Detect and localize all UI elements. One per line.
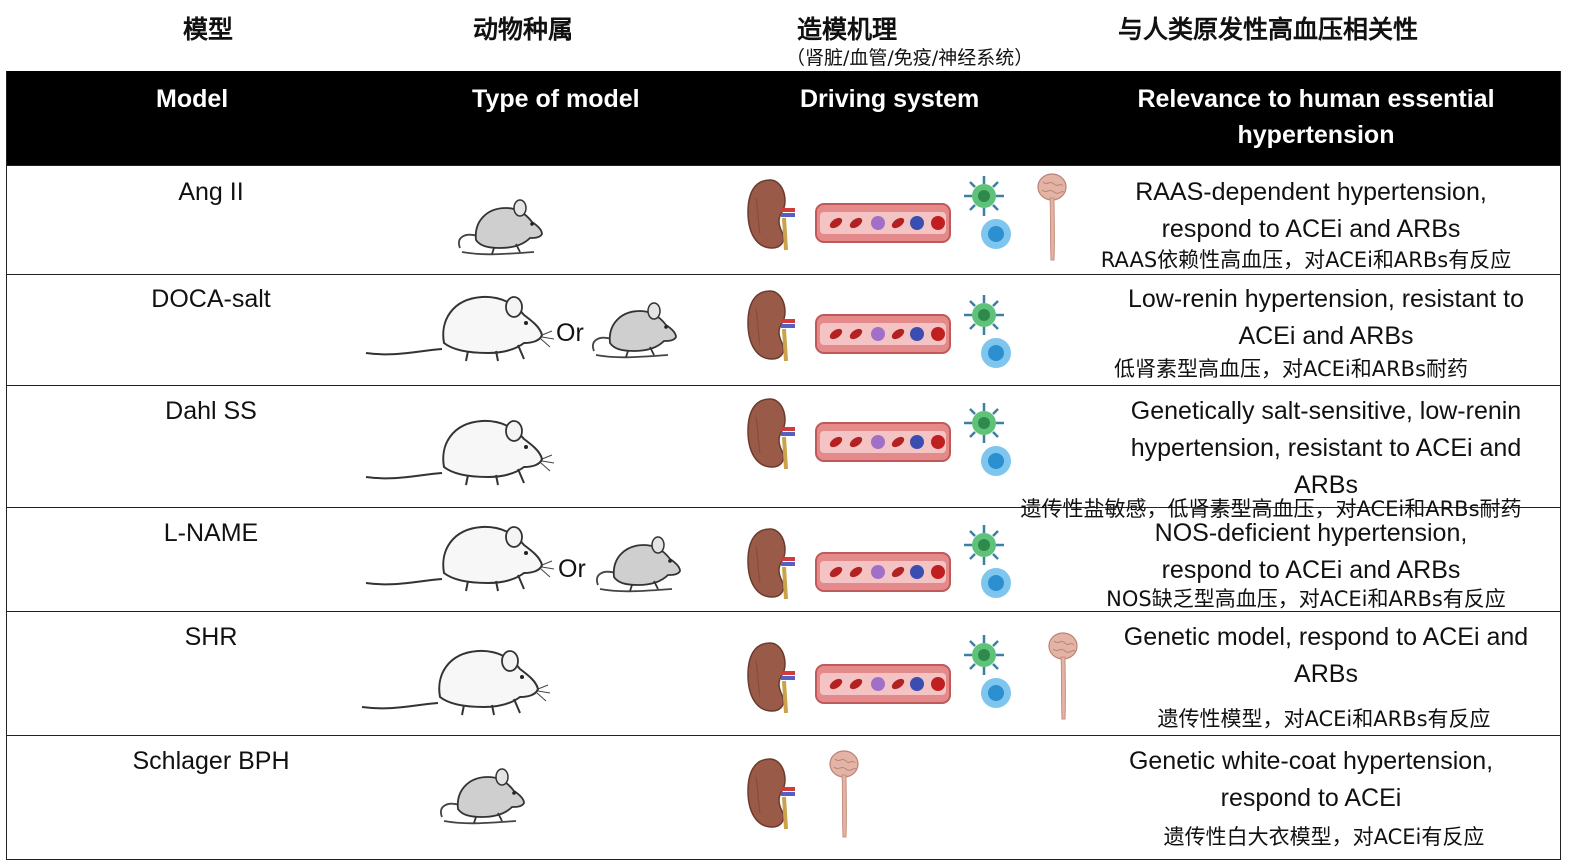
kidney-icon xyxy=(746,641,797,715)
kidney-icon xyxy=(746,289,797,363)
relevance-cn: 遗传性模型，对ACEi和ARBs有反应 xyxy=(1157,707,1491,731)
immune-cells-icon xyxy=(962,523,1013,600)
relevance-line: respond to ACEi xyxy=(1220,784,1402,812)
relevance-cn: 遗传性盐敏感，低肾素型高血压，对ACEi和ARBs耐药 xyxy=(1020,497,1522,521)
cn-header-relevance: 与人类原发性高血压相关性 xyxy=(1118,15,1419,44)
nervous-system-icon xyxy=(829,750,859,838)
blood-vessel-icon xyxy=(815,314,951,354)
blood-vessel-icon xyxy=(815,422,951,462)
relevance-line: Genetic model, respond to ACEi and xyxy=(1123,623,1529,651)
relevance-line: ARBs xyxy=(1294,660,1358,688)
relevance-text: Genetically salt-sensitive, low-renin hy… xyxy=(1066,393,1572,504)
en-header-relevance-line1: Relevance to human essential xyxy=(1137,85,1495,113)
mouse-icon xyxy=(592,302,677,359)
relevance-line: Genetically salt-sensitive, low-renin xyxy=(1130,397,1522,425)
english-header: Model Type of model Driving system Relev… xyxy=(6,71,1561,165)
immune-cells-icon xyxy=(962,401,1013,478)
blood-vessel-icon xyxy=(815,664,951,704)
kidney-icon xyxy=(746,757,797,831)
cn-header-species: 动物种属 xyxy=(473,15,574,44)
en-header-driving: Driving system xyxy=(800,85,980,113)
relevance-text: Low-renin hypertension, resistant to ACE… xyxy=(1066,281,1572,355)
cn-header-model: 模型 xyxy=(183,15,234,44)
relevance-line: NOS-deficient hypertension, xyxy=(1154,519,1468,547)
immune-cells-icon xyxy=(962,293,1013,370)
en-header-type: Type of model xyxy=(472,85,640,113)
relevance-line: Genetic white-coat hypertension, xyxy=(1128,747,1494,775)
model-name: Dahl SS xyxy=(165,397,257,425)
relevance-line: Low-renin hypertension, resistant to xyxy=(1127,285,1525,313)
immune-cells-icon xyxy=(962,633,1013,710)
model-name: DOCA-salt xyxy=(151,285,271,313)
relevance-text: RAAS-dependent hypertension, respond to … xyxy=(1066,174,1556,248)
rat-icon xyxy=(365,419,555,486)
cn-header-mechanism-sub: （肾脏/血管/免疫/神经系统） xyxy=(786,47,1034,69)
table-row: SHR Genetic model, respond to ACEi and A… xyxy=(6,611,1561,736)
rat-icon xyxy=(365,295,555,362)
table-row: L-NAME Or NOS-deficient hypertension, re… xyxy=(6,507,1561,612)
rat-icon xyxy=(365,525,555,592)
en-header-model: Model xyxy=(156,85,229,113)
en-header-relevance-line2: hypertension xyxy=(1237,121,1395,149)
chinese-header: 模型 动物种属 造模机理 （肾脏/血管/免疫/神经系统） 与人类原发性高血压相关… xyxy=(0,0,1572,72)
relevance-text: NOS-deficient hypertension, respond to A… xyxy=(1066,515,1556,589)
relevance-line: RAAS-dependent hypertension, xyxy=(1135,178,1487,206)
relevance-line: hypertension, resistant to ACEi and xyxy=(1130,434,1522,462)
relevance-cn: 低肾素型高血压，对ACEi和ARBs耐药 xyxy=(1113,357,1469,381)
model-name: L-NAME xyxy=(163,519,259,547)
relevance-text: Genetic white-coat hypertension, respond… xyxy=(1066,743,1556,817)
mouse-icon xyxy=(440,768,525,825)
en-header-relevance: Relevance to human essential hypertensio… xyxy=(1066,81,1566,153)
table-row: DOCA-salt Or Low-renin hypertension, res… xyxy=(6,273,1561,386)
relevance-line: respond to ACEi and ARBs xyxy=(1161,215,1461,243)
blood-vessel-icon xyxy=(815,552,951,592)
relevance-cn: NOS缺乏型高血压，对ACEi和ARBs有反应 xyxy=(1106,587,1506,611)
blood-vessel-icon xyxy=(815,203,951,243)
mouse-icon xyxy=(596,536,681,593)
relevance-line: respond to ACEi and ARBs xyxy=(1161,556,1461,584)
mouse-icon xyxy=(458,199,543,256)
or-label: Or xyxy=(558,555,586,583)
table-row: Ang II RAAS-dependent hypertension, resp… xyxy=(6,165,1561,275)
relevance-cn: 遗传性白大衣模型，对ACEi有反应 xyxy=(1163,825,1485,849)
rat-icon xyxy=(361,649,551,716)
model-name: Schlager BPH xyxy=(132,747,290,775)
kidney-icon xyxy=(746,527,797,601)
relevance-text: Genetic model, respond to ACEi and ARBs xyxy=(1066,619,1572,693)
relevance-cn: RAAS依赖性高血压，对ACEi和ARBs有反应 xyxy=(1100,248,1512,272)
relevance-line: ARBs xyxy=(1294,471,1358,499)
or-label: Or xyxy=(556,319,584,347)
kidney-icon xyxy=(746,397,797,471)
relevance-line: ACEi and ARBs xyxy=(1238,322,1414,350)
model-name: Ang II xyxy=(178,178,244,206)
table-row: Dahl SS Genetically salt-sensitive, low-… xyxy=(6,385,1561,521)
kidney-icon xyxy=(746,178,797,252)
immune-cells-icon xyxy=(962,174,1013,251)
table-row: Schlager BPH Genetic white-coat hyperten… xyxy=(6,735,1561,860)
cn-header-mechanism: 造模机理 xyxy=(797,15,898,44)
model-name: SHR xyxy=(184,623,238,651)
